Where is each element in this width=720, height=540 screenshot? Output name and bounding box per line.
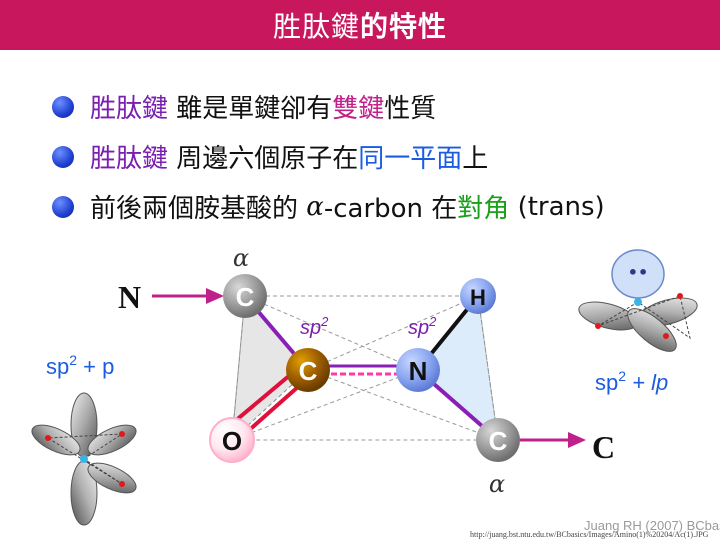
atom-o <box>209 417 255 463</box>
sp2-right-label: sp2 <box>408 314 437 339</box>
bullet-1-end: 性質 <box>384 94 437 124</box>
source-url[interactable]: http://juang.bst.ntu.edu.tw/BCbasics/Ima… <box>470 530 709 539</box>
bullet-2-end: 上 <box>462 144 489 174</box>
title-bold: 的特性 <box>360 10 448 43</box>
bullet-3-alpha: α <box>306 191 324 222</box>
bullet-3: 前後兩個胺基酸的 α -carbon 在 對角 (trans) <box>52 188 605 225</box>
bullet-3-highlight: 對角 <box>457 194 510 224</box>
atom-c-alpha-2-label: C <box>489 426 508 456</box>
c-terminus-label: C <box>592 429 615 465</box>
n-terminus-label: N <box>118 279 141 315</box>
atom-h <box>460 278 496 314</box>
atom-c-carbonyl-label: C <box>299 356 318 386</box>
left-plane <box>231 294 309 442</box>
title-bar: 胜肽鍵的特性 <box>0 0 720 50</box>
atom-h-label: H <box>470 285 486 310</box>
hybrid-left-label: sp2 + p <box>46 352 114 379</box>
alpha-top-label: α <box>233 244 249 272</box>
atom-c-alpha-1-label: C <box>236 282 255 312</box>
bullet-dot-icon <box>52 195 74 218</box>
credit-text: Juang RH (2007) BCbasics <box>584 518 720 533</box>
alpha-bottom-label: α <box>489 470 505 498</box>
atom-n <box>396 348 440 392</box>
right-plane <box>417 294 499 442</box>
bullet-3-text: 前後兩個胺基酸的 <box>90 194 307 224</box>
page-title: 胜肽鍵的特性 <box>273 5 447 45</box>
atom-n-label: N <box>409 356 428 386</box>
bullet-dot-icon <box>52 145 74 168</box>
bullet-1-term: 胜肽鍵 <box>90 94 169 124</box>
sp2-lp-orbital-icon: •• <box>578 249 698 352</box>
bullet-2: 胜肽鍵 周邊六個原子在 同一平面 上 <box>52 138 488 175</box>
arrow-n-head-icon <box>206 288 224 304</box>
atom-o-label: O <box>222 426 242 456</box>
bullet-1-highlight: 雙鍵 <box>332 94 385 124</box>
arrow-c-head-icon <box>568 432 586 448</box>
bullet-3-trans: (trans) <box>509 191 605 222</box>
bullet-2-highlight: 同一平面 <box>358 144 463 174</box>
bullet-2-text: 周邊六個原子在 <box>168 144 359 174</box>
bullet-dot-icon <box>52 95 74 118</box>
atom-c-carbonyl <box>286 348 330 392</box>
sp2-p-orbital-icon <box>31 392 137 526</box>
bullet-1-text: 雖是單鍵卻有 <box>168 94 333 124</box>
hybrid-right-label: sp2 + lp <box>595 368 668 395</box>
title-normal: 胜肽鍵 <box>272 10 360 43</box>
sp2-left-label: sp2 <box>300 314 329 339</box>
bullet-1: 胜肽鍵 雖是單鍵卻有 雙鍵 性質 <box>52 88 436 125</box>
bullet-3-carbon: -carbon 在 <box>323 194 458 224</box>
atom-c-alpha-1 <box>223 274 267 318</box>
svg-text:••: •• <box>628 263 648 282</box>
atom-c-alpha-2 <box>476 418 520 462</box>
bullet-2-term: 胜肽鍵 <box>90 144 169 174</box>
